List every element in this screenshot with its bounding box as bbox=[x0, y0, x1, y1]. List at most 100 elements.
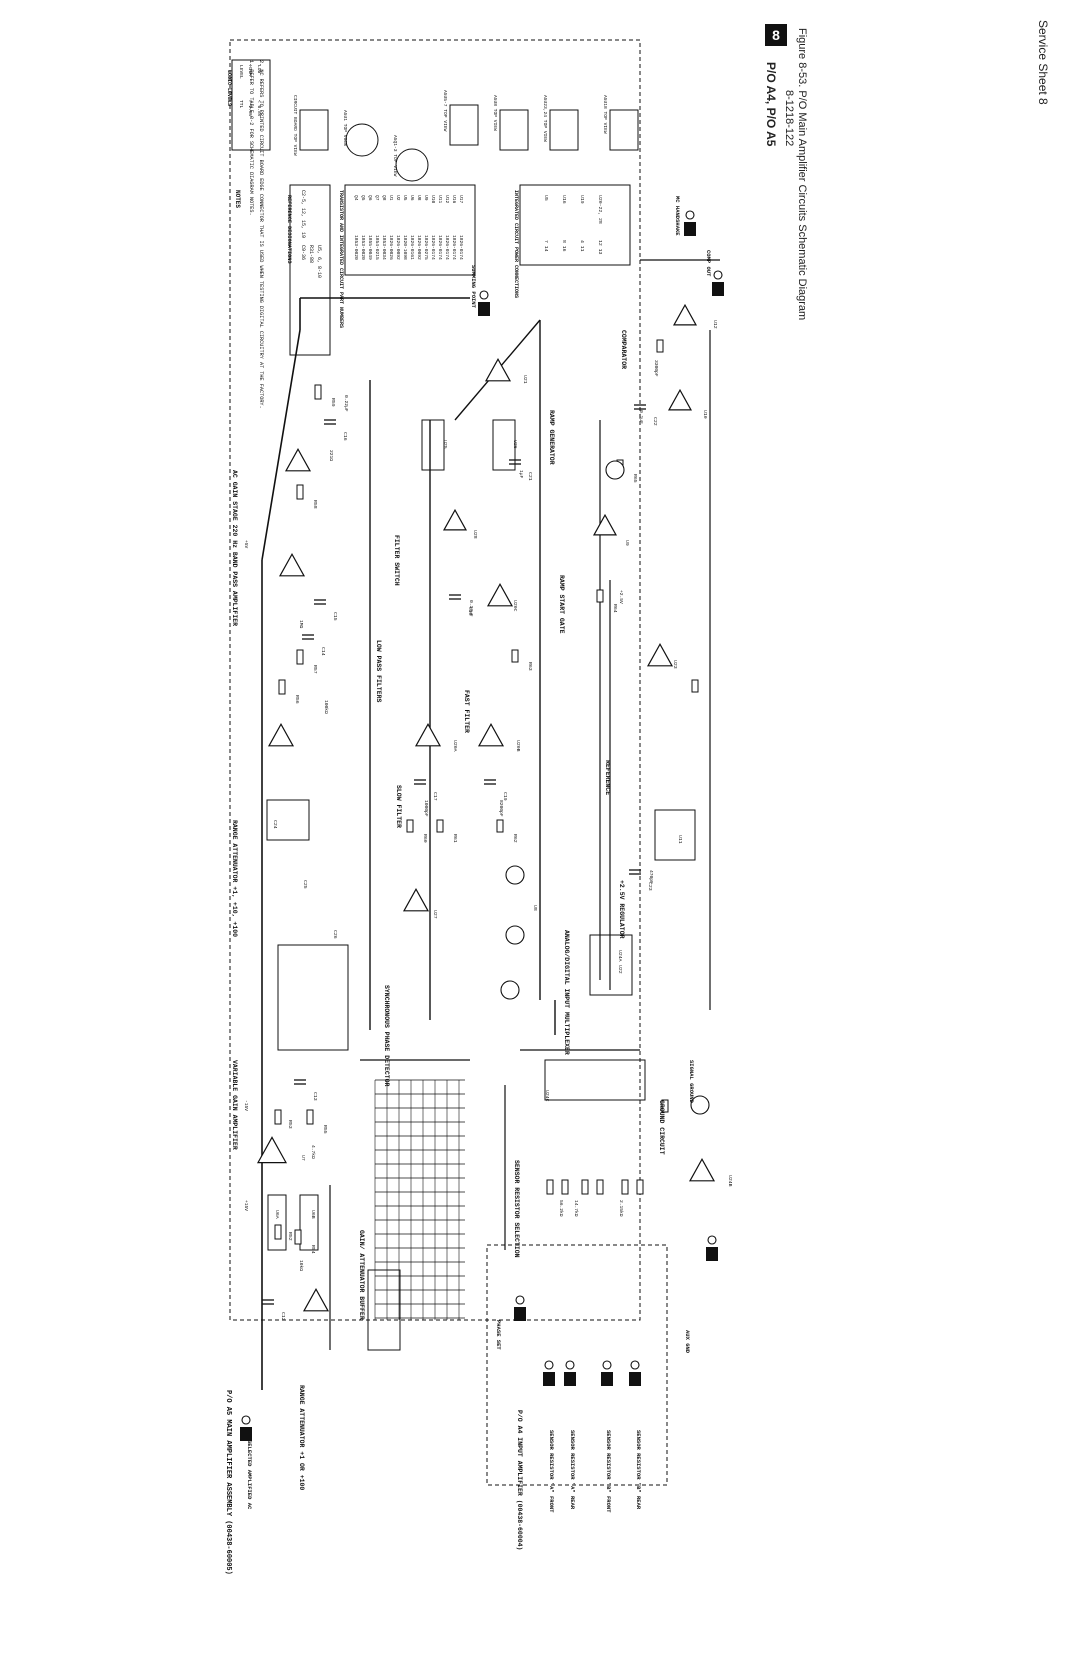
phase-set-connector bbox=[515, 1295, 525, 1305]
logic-row-b-0: TTL bbox=[238, 100, 244, 109]
u6a-switch-ic bbox=[267, 1194, 287, 1251]
ref-designator-20: U28 bbox=[472, 530, 478, 539]
ref-designator-48: C26 bbox=[332, 930, 338, 939]
transistor-row-part-0: 1853-0020 bbox=[353, 235, 359, 260]
board-label: P/O A4, P/O A5 bbox=[764, 62, 778, 147]
sensor-b-front-connector bbox=[602, 1360, 612, 1370]
power-row-pins-3: 12 13 bbox=[597, 240, 603, 255]
u19-mux-ic bbox=[589, 934, 633, 996]
ref-designator-6: U11 bbox=[677, 835, 683, 844]
ref-designator-7: U12 bbox=[712, 320, 718, 329]
logic-row-b-1: > 2.0V bbox=[247, 100, 253, 117]
pinout-label-4: A5U8 TOP VIEW bbox=[492, 95, 498, 131]
sensor-b-rear-connector bbox=[630, 1360, 640, 1370]
ref-designator-40: C17 bbox=[432, 792, 438, 801]
pinout-drawing-0 bbox=[299, 109, 329, 151]
section-slow-filter: SLOW FILTER bbox=[395, 785, 402, 828]
ref-designator-2: U7 bbox=[300, 1155, 306, 1161]
sheet-badge-text: 8 bbox=[772, 27, 780, 43]
transistor-row-ref-9: U8 bbox=[416, 195, 422, 201]
r71 bbox=[546, 1179, 554, 1195]
output-label-2: MC HANDSHAKE bbox=[674, 196, 681, 236]
transistor-row-part-10: 1826-0275 bbox=[423, 235, 429, 260]
transistor-row-ref-11: U10 bbox=[430, 195, 436, 204]
r54 bbox=[294, 1229, 302, 1245]
r74 bbox=[596, 1179, 604, 1195]
sensor-b-rear-connector-tag bbox=[629, 1372, 641, 1386]
reference-row-right-2: U5, 6, 8-10 bbox=[316, 245, 322, 278]
ref-designator-29: R60 bbox=[422, 834, 428, 843]
u6-range-attenuator-ic bbox=[266, 799, 310, 841]
component-value-7: 8200pF bbox=[498, 800, 504, 817]
power-row-ref-3: U20-22, 28 bbox=[597, 195, 603, 224]
ref-designator-5: U10 bbox=[702, 410, 708, 419]
r75 bbox=[621, 1179, 629, 1195]
power-row-ref-0: U5 bbox=[543, 195, 549, 201]
ref-designator-4: U9 bbox=[624, 540, 630, 546]
ref-designator-23: R54 bbox=[310, 1245, 316, 1254]
summing-point-connector-tag bbox=[478, 302, 490, 316]
section-ramp-start: RAMP START GATE bbox=[558, 575, 565, 634]
reference-table-box bbox=[289, 184, 331, 356]
transistor-row-part-9: 1826-0092 bbox=[416, 235, 422, 260]
transistor-row-ref-6: U2 bbox=[395, 195, 401, 201]
u8-ramp-start bbox=[592, 513, 618, 536]
transistor-q7 bbox=[605, 460, 625, 480]
input-label-5: PHASE SET bbox=[495, 1320, 502, 1350]
u22c-opamp bbox=[278, 552, 306, 577]
ref-designator-8: U20A bbox=[452, 740, 458, 752]
mc-handshake-connector bbox=[685, 210, 695, 220]
ref-designator-1: U6B bbox=[310, 1210, 316, 1219]
input-label-2: SENSOR RESISTOR "A" REAR bbox=[569, 1430, 576, 1510]
ref-designator-30: R61 bbox=[452, 834, 458, 843]
u16-buffer-ic bbox=[367, 1269, 401, 1351]
ref-designator-46: C24 bbox=[272, 820, 278, 829]
transistor-row-ref-8: U6 bbox=[409, 195, 415, 201]
figure-caption: Figure 8-53. P/O Main Amplifier Circuits… bbox=[796, 28, 808, 321]
output-label-3: SIGNAL GROUND bbox=[688, 1060, 695, 1104]
ref-designator-33: R64 bbox=[612, 604, 618, 613]
transistor-table-box bbox=[344, 184, 476, 276]
ref-designator-9: U20B bbox=[515, 740, 521, 752]
pinout-label-1: A5U1 TOP VIEW bbox=[342, 110, 348, 146]
power-row-pins-2: 4 11 bbox=[579, 240, 585, 252]
ref-designator-35: C12 bbox=[280, 1312, 286, 1321]
r63 bbox=[436, 819, 444, 833]
section-regulator: +2.5V REGULATOR bbox=[618, 880, 625, 939]
ref-designator-25: R56 bbox=[294, 695, 300, 704]
power-row-ref-1: U16 bbox=[561, 195, 567, 204]
notes-title: NOTES bbox=[234, 190, 241, 208]
main-signal-path-4 bbox=[261, 329, 301, 561]
transistor-row-part-4: 1853-0034 bbox=[381, 235, 387, 260]
power-row-pins-1: 8 16 bbox=[561, 240, 567, 252]
r58 bbox=[278, 679, 286, 695]
ref-designator-44: C22 bbox=[652, 417, 658, 426]
sensor-a-front-connector bbox=[544, 1360, 554, 1370]
transistor-row-ref-13: U12 bbox=[444, 195, 450, 204]
component-value-2: 100kΩ bbox=[323, 700, 329, 714]
u6b-switch-ic bbox=[299, 1194, 319, 1251]
sensor-b-front-connector-tag bbox=[601, 1372, 613, 1386]
selected-ac-input-connector-tag bbox=[240, 1427, 252, 1441]
u24d-summing bbox=[484, 357, 512, 382]
ref-designator-42: C20 bbox=[467, 607, 473, 616]
section-vga: VARIABLE GAIN AMPLIFIER bbox=[231, 1060, 238, 1150]
r64 bbox=[496, 819, 504, 833]
transistor-row-part-11: 1826-0174 bbox=[430, 235, 436, 260]
pinout-label-0: CIRCUIT BOARD TOP VIEW bbox=[292, 95, 298, 156]
sensor-a-rear-connector-tag bbox=[564, 1372, 576, 1386]
ref-designator-21: R52 bbox=[287, 1232, 293, 1241]
logic-table-box bbox=[231, 59, 271, 151]
ref-designator-38: C15 bbox=[332, 612, 338, 621]
sensor-a-rear-connector bbox=[565, 1360, 575, 1370]
logic-row-a-2: LOW bbox=[256, 65, 262, 74]
u10-ramp-gen bbox=[667, 388, 693, 411]
selected-ac-input-connector bbox=[241, 1415, 251, 1425]
u21-phase-detector bbox=[402, 887, 430, 912]
r59 bbox=[296, 649, 304, 665]
component-value-9: 1µF bbox=[518, 470, 524, 479]
component-value-6: 1000pF bbox=[423, 800, 429, 817]
section-ramp-gen: RAMP GENERATOR bbox=[548, 410, 555, 465]
input-label-1: SENSOR RESISTOR "A" FRONT bbox=[548, 1430, 555, 1513]
transistor-row-ref-10: U9 bbox=[423, 195, 429, 201]
